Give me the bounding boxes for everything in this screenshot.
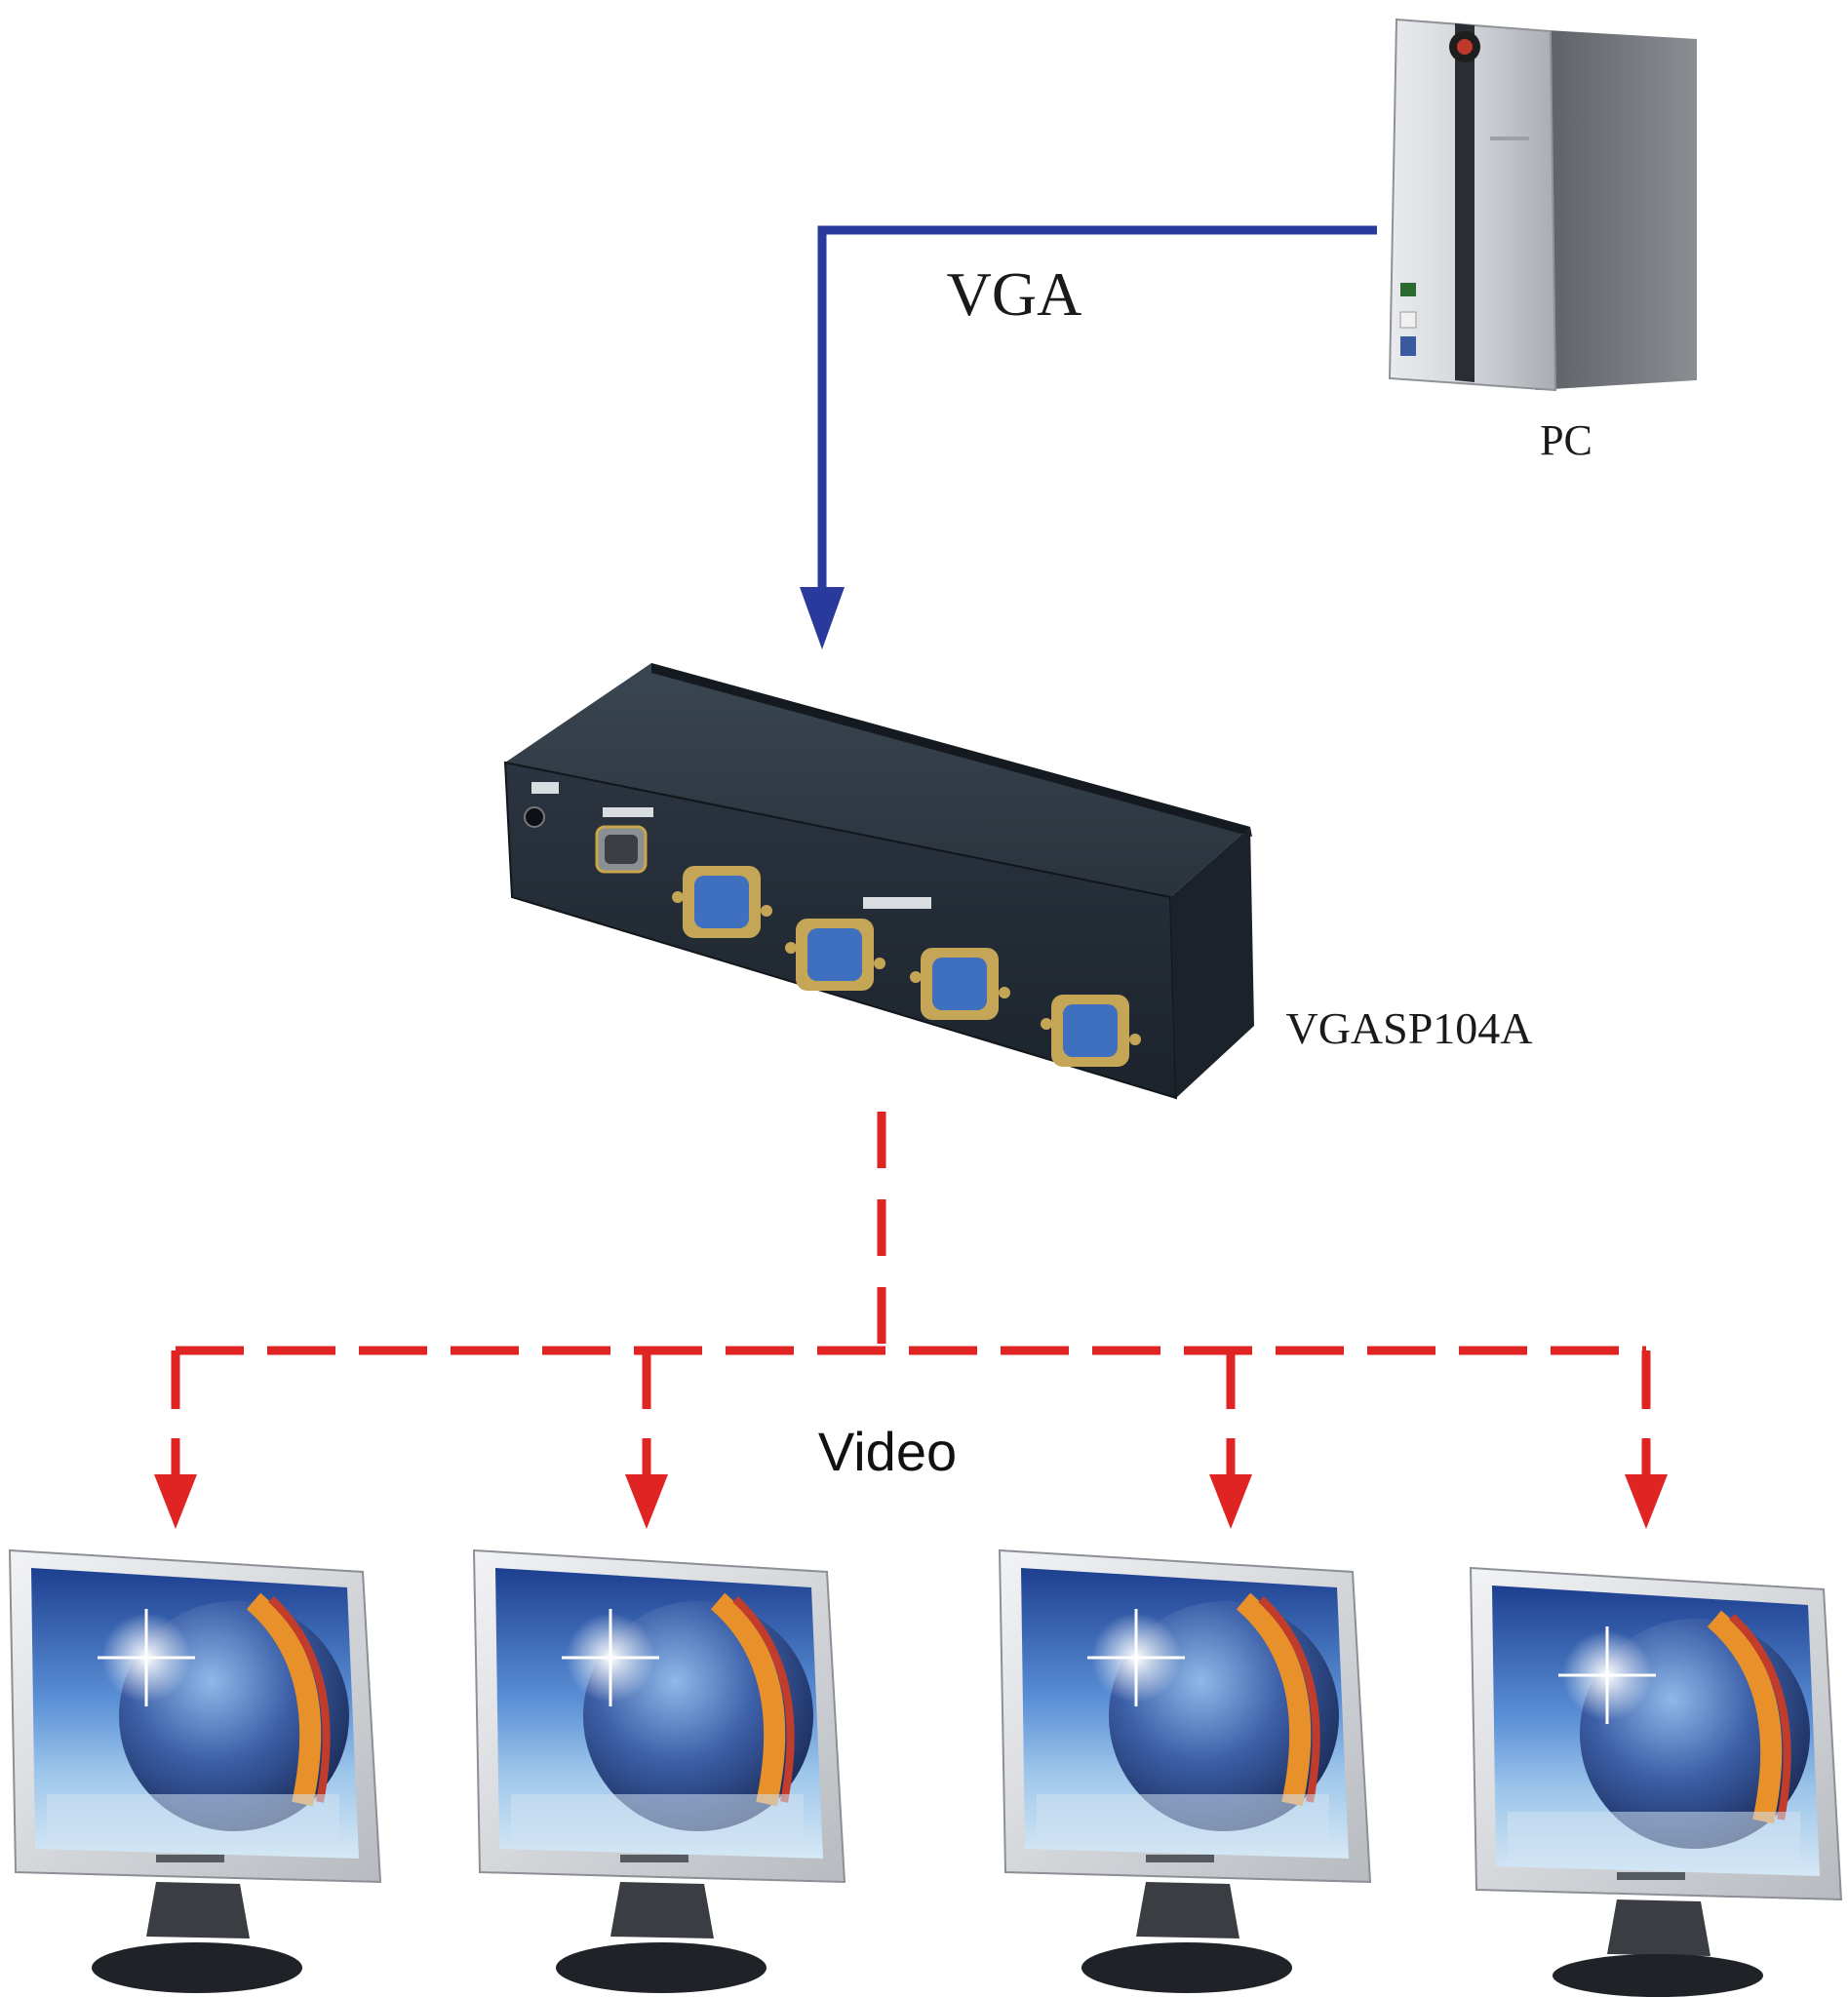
lcd-monitor-icon xyxy=(8,1548,382,1993)
video-arrowhead-2 xyxy=(625,1474,668,1529)
video-arrowhead-4 xyxy=(1625,1474,1668,1529)
lcd-monitor-icon xyxy=(472,1548,846,1993)
output-port-4 xyxy=(1041,995,1141,1067)
pc-tower: PC xyxy=(1388,18,1697,464)
video-branch-1 xyxy=(154,1351,197,1529)
splitter-label: VGASP104A xyxy=(1285,1003,1532,1053)
monitor-2 xyxy=(472,1548,846,1993)
vga-arrowhead xyxy=(800,587,845,649)
video-branch-4 xyxy=(1625,1351,1668,1529)
vga-cable: VGA xyxy=(800,225,1377,649)
lcd-monitor-icon xyxy=(1469,1566,1843,1997)
video-arrowhead-3 xyxy=(1209,1474,1252,1529)
output-port-2 xyxy=(785,919,885,991)
output-port-3 xyxy=(910,948,1010,1020)
vga-splitter-icon xyxy=(503,663,1254,1100)
video-distribution: Video xyxy=(154,1112,1668,1529)
pc-label: PC xyxy=(1540,416,1592,464)
video-branch-2 xyxy=(625,1351,668,1529)
video-label: Video xyxy=(818,1421,957,1482)
desktop-tower-icon xyxy=(1388,18,1697,392)
monitor-4 xyxy=(1469,1566,1843,1997)
monitor-3 xyxy=(998,1548,1372,1993)
output-port-1 xyxy=(672,866,772,938)
video-arrowhead-1 xyxy=(154,1474,197,1529)
monitor-1 xyxy=(8,1548,382,1993)
video-branch-3 xyxy=(1209,1351,1252,1529)
splitter-device: VGASP104A xyxy=(503,663,1533,1100)
lcd-monitor-icon xyxy=(998,1548,1372,1993)
vga-label: VGA xyxy=(947,259,1082,329)
